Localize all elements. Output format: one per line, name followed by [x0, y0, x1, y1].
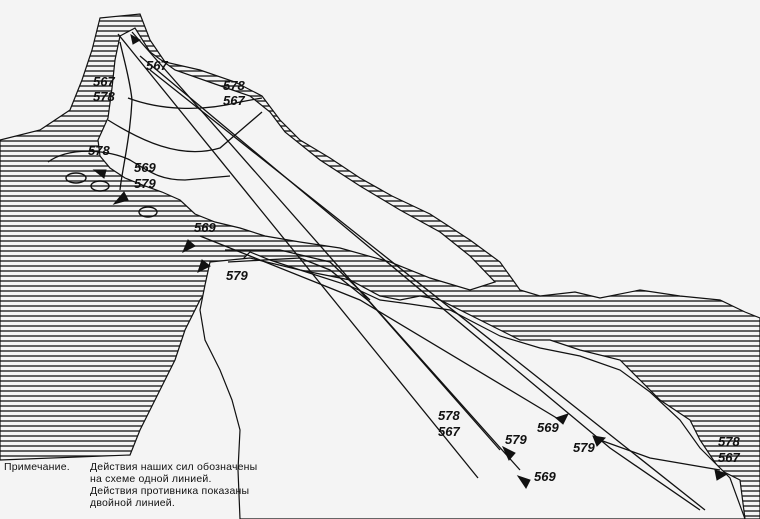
note-line-1: Действия наших сил обозначены: [90, 461, 258, 473]
label-569-a: 569: [134, 160, 156, 175]
bay-water: [97, 27, 497, 291]
label-579-d: 579: [573, 440, 595, 455]
label-567-e: 567: [718, 450, 740, 465]
arrow-578-567-east: [714, 469, 729, 481]
track-second-long: [149, 69, 706, 511]
note-line-2: на схеме одной линией.: [90, 473, 212, 485]
label-567-d: 567: [438, 424, 460, 439]
island-2: [90, 180, 110, 192]
label-569-d: 569: [534, 469, 556, 484]
label-578-b: 578: [223, 78, 245, 93]
arrow-579-se: [501, 445, 516, 461]
label-567-b: 567: [223, 93, 245, 108]
note-heading: Примечание.: [4, 461, 70, 473]
arrow-579-a: [197, 259, 211, 273]
track-loop: [107, 111, 263, 153]
label-567-a: 567: [93, 74, 115, 89]
island-3: [138, 206, 158, 218]
label-579-b: 579: [226, 268, 248, 283]
label-579-c: 579: [505, 432, 527, 447]
label-578-e: 578: [718, 434, 740, 449]
note-line-3: Действия противника показаны: [90, 485, 250, 497]
label-569-b: 569: [194, 220, 216, 235]
southern-sea: [199, 257, 746, 519]
track-567-upper: [119, 41, 133, 191]
arrow-569-east: [555, 413, 569, 425]
arrow-567-top: [130, 34, 142, 45]
island-1: [65, 172, 87, 184]
label-567-top: 567: [146, 58, 168, 73]
track-east-578: [599, 439, 721, 471]
arrow-579-east: [592, 435, 607, 447]
track-579-b: [227, 257, 521, 471]
label-578-a: 578: [93, 89, 115, 104]
track-569-enemy: [199, 235, 561, 421]
label-578-d: 578: [438, 408, 460, 423]
legend-note: Примечание. Действия наших сил обозначены…: [4, 461, 344, 509]
arrow-569-se: [516, 475, 531, 489]
label-569-c: 569: [537, 420, 559, 435]
track-curve-west: [47, 150, 231, 181]
track-579-east: [139, 55, 701, 511]
label-579-a: 579: [134, 176, 156, 191]
track-curve-578-567: [127, 97, 263, 110]
arrow-569-a: [112, 191, 129, 205]
note-line-4: двойной линией.: [90, 497, 175, 509]
label-578-c: 578: [88, 143, 110, 158]
track-567-578-diag: [131, 31, 501, 451]
track-569-b: [225, 249, 371, 301]
arrow-569-b: [182, 239, 196, 254]
arrow-578-west: [92, 169, 107, 179]
